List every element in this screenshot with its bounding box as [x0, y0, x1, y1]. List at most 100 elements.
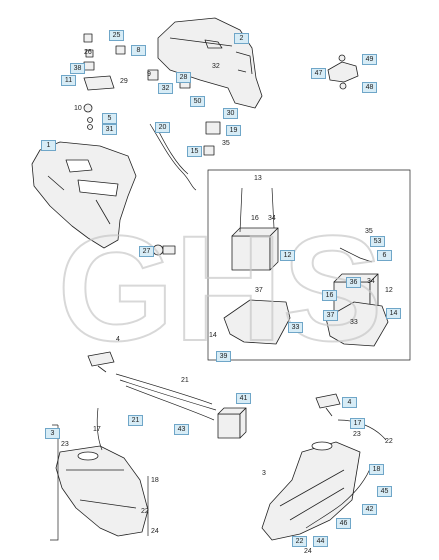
- callout-49: 49: [362, 54, 377, 65]
- callout-30: 30: [223, 108, 238, 119]
- callout-23-right: 23: [353, 431, 361, 438]
- fuel-gauge: [327, 61, 359, 83]
- callout-32-top: 32: [212, 63, 220, 70]
- washer-part: [83, 103, 93, 113]
- callout-43: 43: [174, 424, 189, 435]
- wire-harness: [155, 125, 189, 175]
- callout-12-upper: 12: [280, 250, 295, 261]
- fuel-tank: [55, 445, 149, 537]
- callout-10: 10: [74, 105, 82, 112]
- callout-4-right: 4: [342, 397, 357, 408]
- battery-tray: [223, 299, 291, 345]
- callout-6: 6: [377, 250, 392, 261]
- callout-34-upper: 34: [268, 215, 276, 222]
- callout-2: 2: [234, 33, 249, 44]
- callout-16-lower: 16: [322, 290, 337, 301]
- callout-18-right: 18: [369, 464, 384, 475]
- battery-tray: [325, 301, 389, 347]
- wire-harness: [149, 123, 197, 191]
- strap: [239, 187, 275, 233]
- callout-12-lower: 12: [385, 287, 393, 294]
- fuel-cap: [315, 393, 341, 409]
- callout-19: 19: [226, 125, 241, 136]
- callout-35-upper: 35: [222, 140, 230, 147]
- callout-15: 15: [187, 146, 202, 157]
- callout-22-bottom: 22: [292, 536, 307, 547]
- callout-28: 28: [176, 72, 191, 83]
- fuel-hose: [125, 385, 215, 421]
- callout-22-left: 22: [141, 508, 149, 515]
- callout-50: 50: [190, 96, 205, 107]
- callout-17-left: 17: [93, 426, 101, 433]
- callout-14-lower: 14: [386, 308, 401, 319]
- strap: [339, 247, 373, 263]
- fuel-hose: [96, 407, 103, 451]
- callout-16-upper: 16: [251, 215, 259, 222]
- callout-33-upper: 33: [288, 322, 303, 333]
- callout-53: 53: [370, 236, 385, 247]
- callout-22-right-hose: 22: [385, 438, 393, 445]
- callout-38: 38: [70, 63, 85, 74]
- callout-34-lower: 34: [367, 278, 375, 285]
- fuel-cap: [87, 351, 115, 367]
- switch-part: [203, 145, 215, 156]
- callout-18-left: 18: [151, 477, 159, 484]
- callout-9: 9: [147, 71, 151, 78]
- switch-plate: [83, 75, 115, 91]
- callout-21-lower: 21: [128, 415, 143, 426]
- switch-part: [205, 121, 221, 135]
- fuel-hose: [119, 379, 217, 411]
- switch-part: [83, 33, 93, 43]
- washer-part: [339, 82, 347, 90]
- callout-45: 45: [377, 486, 392, 497]
- switch-part: [85, 49, 94, 58]
- callout-32: 32: [158, 83, 173, 94]
- callout-44: 44: [313, 536, 328, 547]
- callout-41: 41: [236, 393, 251, 404]
- callout-42: 42: [362, 504, 377, 515]
- callout-8: 8: [131, 45, 146, 56]
- callout-17-right: 17: [350, 418, 365, 429]
- callout-25: 25: [109, 30, 124, 41]
- ignition-key: [162, 245, 176, 255]
- washer-part: [87, 117, 93, 123]
- fuel-tank: [261, 441, 361, 541]
- callout-5: 5: [102, 113, 117, 124]
- callout-20: 20: [155, 122, 170, 133]
- callout-37-lower: 37: [323, 310, 338, 321]
- callout-24-left: 24: [151, 528, 159, 535]
- callout-3-left: 3: [45, 428, 60, 439]
- switch-part: [83, 61, 95, 71]
- body-panel: [31, 141, 137, 249]
- callout-29: 29: [120, 78, 128, 85]
- callout-11: 11: [61, 75, 76, 86]
- callout-13: 13: [254, 175, 262, 182]
- washer-part: [338, 54, 346, 62]
- console-cover: [157, 17, 263, 109]
- leader: [50, 424, 59, 541]
- callout-47: 47: [311, 68, 326, 79]
- switch-part: [115, 45, 126, 55]
- callout-14-upper: 14: [209, 332, 217, 339]
- control-module: [217, 413, 241, 439]
- callout-27: 27: [139, 246, 154, 257]
- switch-part: [147, 69, 159, 81]
- callout-33-lower: 33: [350, 319, 358, 326]
- leader: [207, 169, 411, 361]
- callout-35-lower: 35: [365, 228, 373, 235]
- watermark: GHS: [57, 204, 382, 372]
- callout-39: 39: [216, 351, 231, 362]
- callout-26: 26: [84, 49, 92, 56]
- callout-37-upper: 37: [255, 287, 263, 294]
- callout-46: 46: [336, 518, 351, 529]
- fuel-hose: [115, 373, 213, 405]
- callout-3-right: 3: [262, 470, 266, 477]
- callout-36: 36: [346, 277, 361, 288]
- washer-part: [87, 124, 93, 130]
- callout-4-left: 4: [116, 336, 120, 343]
- callout-24-bottom: 24: [304, 548, 312, 555]
- fuel-hose: [305, 463, 373, 529]
- callout-1: 1: [41, 140, 56, 151]
- callout-48: 48: [362, 82, 377, 93]
